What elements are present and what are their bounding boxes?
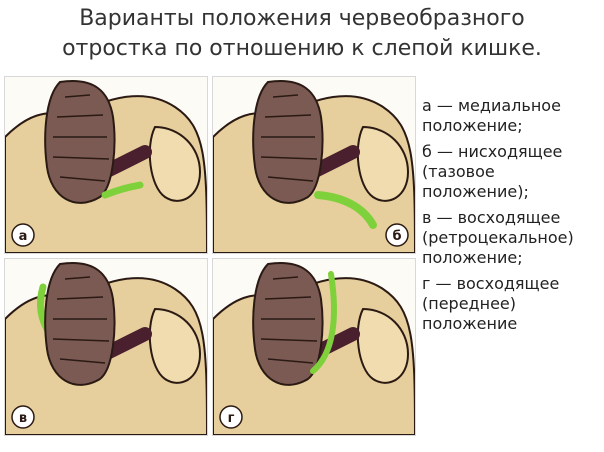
legend-item-d: г — восходящее (переднее) положение: [422, 274, 560, 333]
panel-label: г: [228, 411, 235, 426]
panel-d-anterior: г: [212, 258, 416, 436]
sacrum-bone: [356, 125, 410, 202]
legend: а — медиальное положение; б — нисходящее…: [422, 96, 600, 340]
panel-label: б: [392, 229, 401, 244]
sacrum-bone: [148, 307, 202, 384]
panel-b-descending: б: [212, 76, 416, 254]
panel-a-medial: а: [4, 76, 208, 254]
haustra-lines: [52, 94, 110, 182]
cecum-colon: [44, 262, 116, 386]
appendix-illustration-c: в: [5, 262, 207, 435]
page-title: Варианты положения червеобразного отрост…: [0, 4, 604, 64]
title-line-2: отростка по отношению к слепой кишке.: [62, 36, 542, 61]
panel-label: в: [19, 411, 27, 426]
sacrum-bone: [356, 307, 410, 384]
appendix-illustration-b: б: [213, 80, 415, 253]
appendix-illustration-a: а: [5, 80, 207, 253]
panel-label-circle: [11, 223, 35, 247]
legend-item-b: б — нисходящее (тазовое положение);: [422, 142, 563, 201]
legend-item-c: в — восходящее (ретроцекальное) положени…: [422, 208, 574, 267]
panel-c-retrocecal: в: [4, 258, 208, 436]
haustra-lines: [260, 94, 318, 182]
title-line-1: Варианты положения червеобразного: [79, 6, 525, 31]
legend-item-a: а — медиальное положение;: [422, 96, 561, 135]
appendix-illustration-d: г: [213, 262, 415, 435]
panel-label-circle: [219, 405, 243, 429]
haustra-lines: [260, 276, 318, 364]
sacrum-bone: [148, 125, 202, 202]
panel-label: а: [19, 229, 28, 244]
cecum-colon: [44, 80, 116, 204]
appendix: [310, 271, 337, 374]
cecum-colon: [252, 262, 324, 386]
cecum-colon: [252, 80, 324, 204]
appendix: [314, 191, 377, 229]
panel-label-circle: [385, 223, 409, 247]
panel-label-circle: [11, 405, 35, 429]
appendix: [101, 181, 144, 199]
haustra-lines: [52, 276, 110, 364]
